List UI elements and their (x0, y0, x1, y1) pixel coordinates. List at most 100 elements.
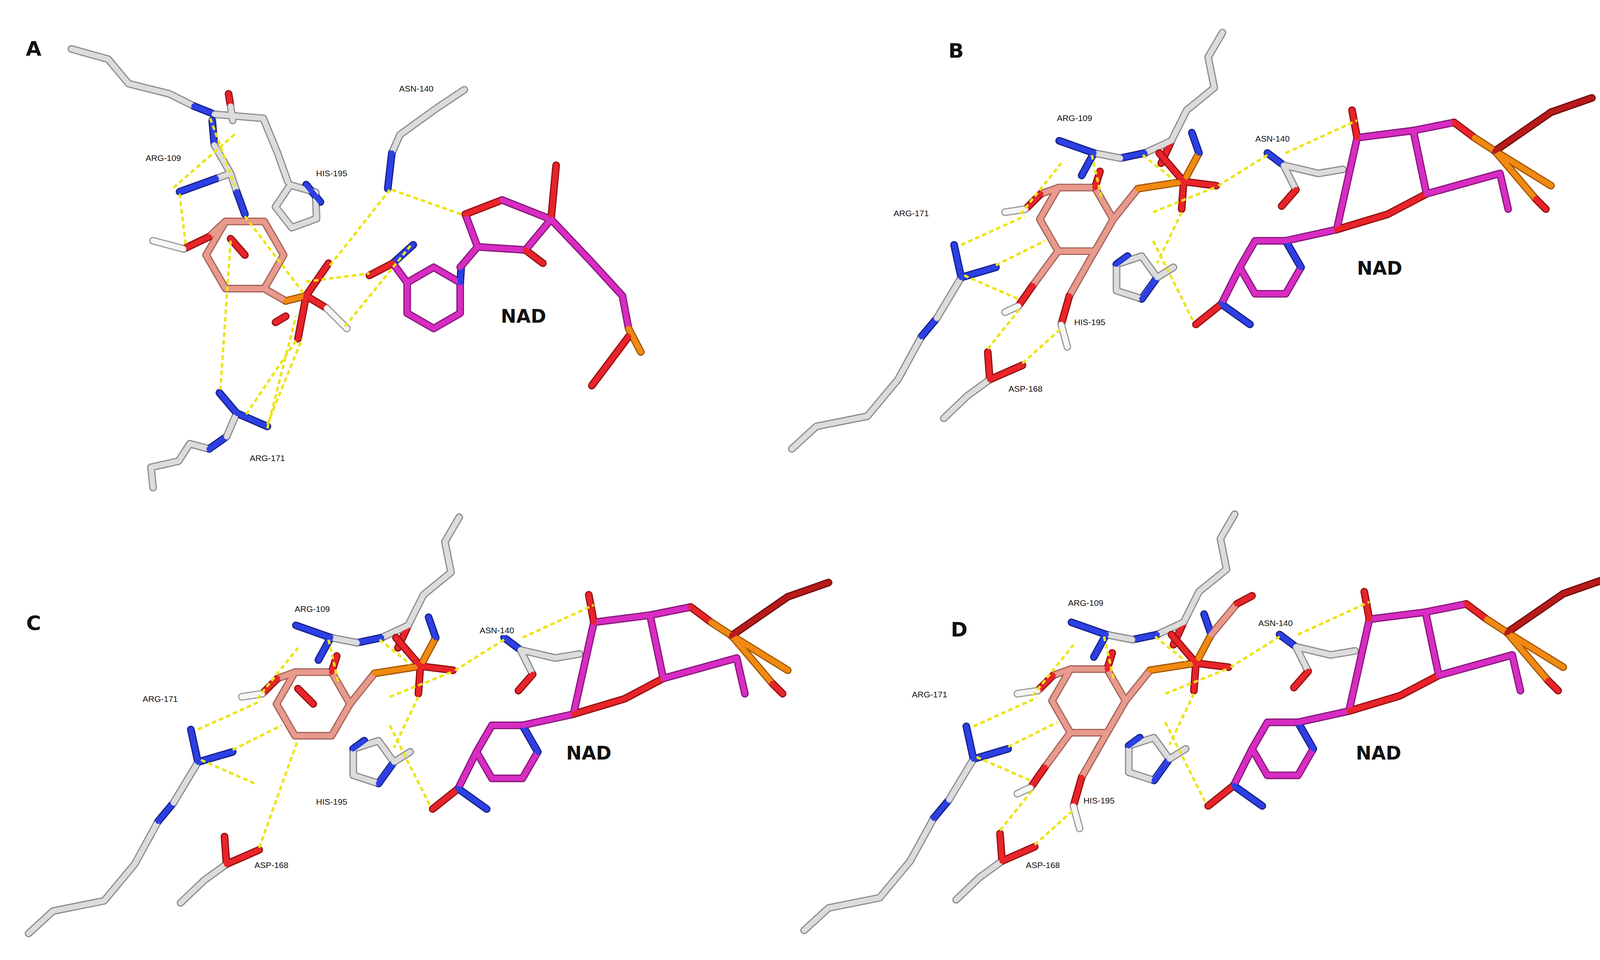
stick-bond (1486, 619, 1508, 633)
stick-bond-edge (1030, 767, 1045, 789)
stick-bond-edge (1425, 604, 1467, 613)
stick-bond-edge (1192, 132, 1200, 154)
stick-bond (573, 615, 664, 715)
stick-bond-edge (650, 607, 691, 616)
stick-bond (1281, 189, 1296, 206)
stick-bond-edge (791, 336, 922, 450)
stick-bond (158, 803, 174, 822)
stick-bond (428, 617, 436, 638)
stick-model (1208, 579, 1600, 807)
stick-bond-edge (953, 244, 962, 278)
hydrogen-bond (328, 640, 339, 685)
stick-bond-edge (190, 729, 199, 763)
stick-bond (236, 191, 245, 215)
stick-bond (407, 517, 459, 626)
stick-bond (550, 219, 629, 329)
stick-bond (1293, 671, 1308, 688)
stick-bond (525, 250, 543, 264)
hydrogen-bond (200, 760, 258, 785)
stick-bond (306, 184, 321, 203)
hydrogen-bond (1165, 722, 1207, 805)
stick-bond-edge (214, 114, 264, 119)
stick-bond (387, 152, 392, 189)
stick-bond-edge (1364, 591, 1370, 620)
stick-bond (1336, 130, 1427, 230)
stick-bond (183, 236, 210, 249)
stick-bond-edge (264, 288, 286, 302)
stick-bond (1125, 670, 1151, 702)
stick-bond (1547, 680, 1559, 691)
stick-bond-edge (1171, 32, 1223, 141)
stick-bond (1267, 152, 1284, 166)
hydrogen-bonds (173, 118, 462, 429)
stick-bond (804, 818, 934, 931)
stick-bond (179, 178, 217, 193)
stick-bond (1081, 732, 1107, 778)
stick-bond-edge (28, 821, 159, 934)
stick-bond (1044, 732, 1071, 768)
stick-bond-edge (391, 89, 465, 154)
residue-label: HIS-195 (1082, 796, 1116, 806)
stick-bond-edge (949, 759, 974, 801)
stick-bond (591, 336, 629, 386)
stick-model (1196, 98, 1592, 325)
residue-label: ASP-168 (1024, 860, 1061, 871)
hydrogen-bond (232, 725, 282, 751)
stick-bond-edge (1563, 579, 1600, 594)
stick-bond (504, 637, 521, 651)
stick-bond (1285, 229, 1337, 241)
stick-bond (1196, 304, 1222, 325)
residue-label: HIS-195 (314, 797, 349, 807)
stick-bond-edge (1349, 675, 1439, 712)
hydrogen-bond (389, 725, 431, 808)
stick-bond (277, 672, 295, 679)
stick-bond-edge (71, 48, 194, 107)
stick-bond-edge (1283, 165, 1343, 174)
stick-bond-edge (378, 762, 394, 784)
stick-bond-edge (150, 443, 210, 488)
stick-bond-edge (306, 295, 327, 308)
stick-bond-edge (407, 517, 459, 626)
residue-label: ASN-140 (1254, 133, 1291, 144)
hydrogen-bond (345, 244, 412, 327)
stick-bond (1183, 181, 1217, 186)
hydrogen-bond (244, 340, 296, 417)
stick-bond-edge (353, 740, 394, 784)
stick-bond (152, 240, 184, 249)
stick-bond (1474, 137, 1496, 151)
stick-bond-edge (1547, 680, 1559, 691)
stick-bond-edge (1001, 847, 1035, 862)
stick-model (432, 582, 829, 810)
stick-bond (190, 729, 199, 763)
hydrogen-bond (1104, 636, 1115, 682)
stick-bond (374, 666, 421, 674)
stick-bond-edge (1293, 671, 1308, 688)
stick-model (1017, 596, 1253, 829)
stick-bond-edge (1196, 304, 1222, 325)
stick-bond-edge (1137, 181, 1184, 189)
hydrogen-bond (973, 698, 1037, 727)
residue-label: ARG-171 (910, 690, 949, 700)
stick-bond-edge (1059, 140, 1094, 153)
stick-bond-edge (326, 308, 348, 329)
stick-bond-edge (1052, 669, 1126, 734)
stick-bond (1425, 604, 1467, 613)
hydrogen-bond (964, 275, 1021, 301)
stick-bond (966, 726, 974, 760)
stick-bond (420, 637, 436, 667)
stick-bond-edge (1183, 152, 1199, 182)
stick-bond (936, 277, 962, 319)
stick-bond-edge (206, 221, 284, 289)
stick-bond-edge (1551, 98, 1592, 113)
stick-bond-edge (999, 833, 1002, 862)
residue-label: HIS-195 (314, 168, 349, 178)
molecule-label: NAD (499, 306, 548, 327)
stick-bond (206, 221, 284, 289)
stick-bond-edge (1279, 634, 1296, 647)
stick-bond-edge (1116, 256, 1158, 300)
stick-bond (1183, 152, 1199, 182)
stick-bond (520, 650, 580, 659)
hydrogen-bonds (973, 602, 1370, 845)
stick-bond-edge (518, 674, 533, 691)
stick-bond (326, 308, 348, 329)
